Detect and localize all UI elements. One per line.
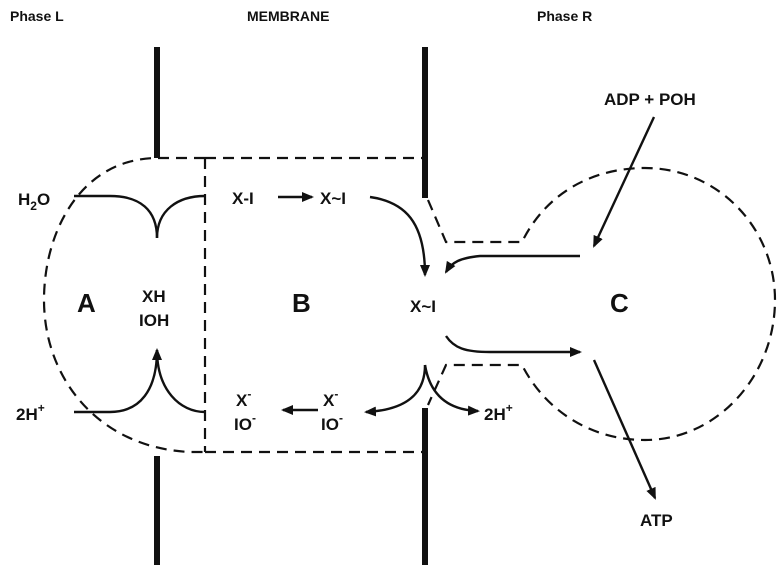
io-minus-to-ioh-curve-right (155, 349, 206, 414)
atp-label: ATP (640, 511, 673, 530)
header-phase-r: Phase R (537, 8, 592, 24)
io-minus-left-label: IO- (234, 411, 256, 434)
region-b-boundary (203, 156, 425, 454)
x-minus-right-label: X- (323, 387, 338, 410)
region-c-boundary (426, 166, 777, 442)
arrow-adp-poh-in (592, 116, 656, 248)
header-membrane: MEMBRANE (247, 8, 329, 24)
x-minus-left-label: X- (236, 387, 251, 410)
arrow-atp-out (592, 359, 657, 500)
h2o-to-xh-curve-right (155, 194, 206, 239)
h2o-label: H2O (18, 190, 50, 213)
arrow-xtildei-down-to-center (369, 195, 430, 277)
adp-poh-label: ADP + POH (604, 90, 696, 109)
io-minus-right-label: IO- (321, 411, 343, 434)
arrow-center-to-c (445, 335, 582, 357)
ioh-label: IOH (139, 311, 169, 330)
header-phase-l: Phase L (10, 8, 64, 24)
x-i-label: X-I (232, 189, 254, 208)
region-c-label: C (610, 288, 629, 318)
xh-label: XH (142, 287, 166, 306)
arrow-c-to-center (444, 254, 580, 274)
x-tilde-i-center-label: X~I (410, 297, 436, 316)
h-plus-to-ioh-curve-left (74, 348, 162, 414)
x-tilde-i-top-label: X~I (320, 189, 346, 208)
region-b-label: B (292, 288, 311, 318)
arrow-center-to-h-plus (423, 364, 480, 416)
region-a-boundary (42, 156, 205, 454)
h-plus-right-label: 2H+ (484, 401, 513, 424)
h2o-to-xh-curve-left (74, 194, 159, 239)
h-plus-left-label: 2H+ (16, 401, 45, 424)
arrow-center-to-xminus (364, 364, 427, 417)
region-a-label: A (77, 288, 96, 318)
